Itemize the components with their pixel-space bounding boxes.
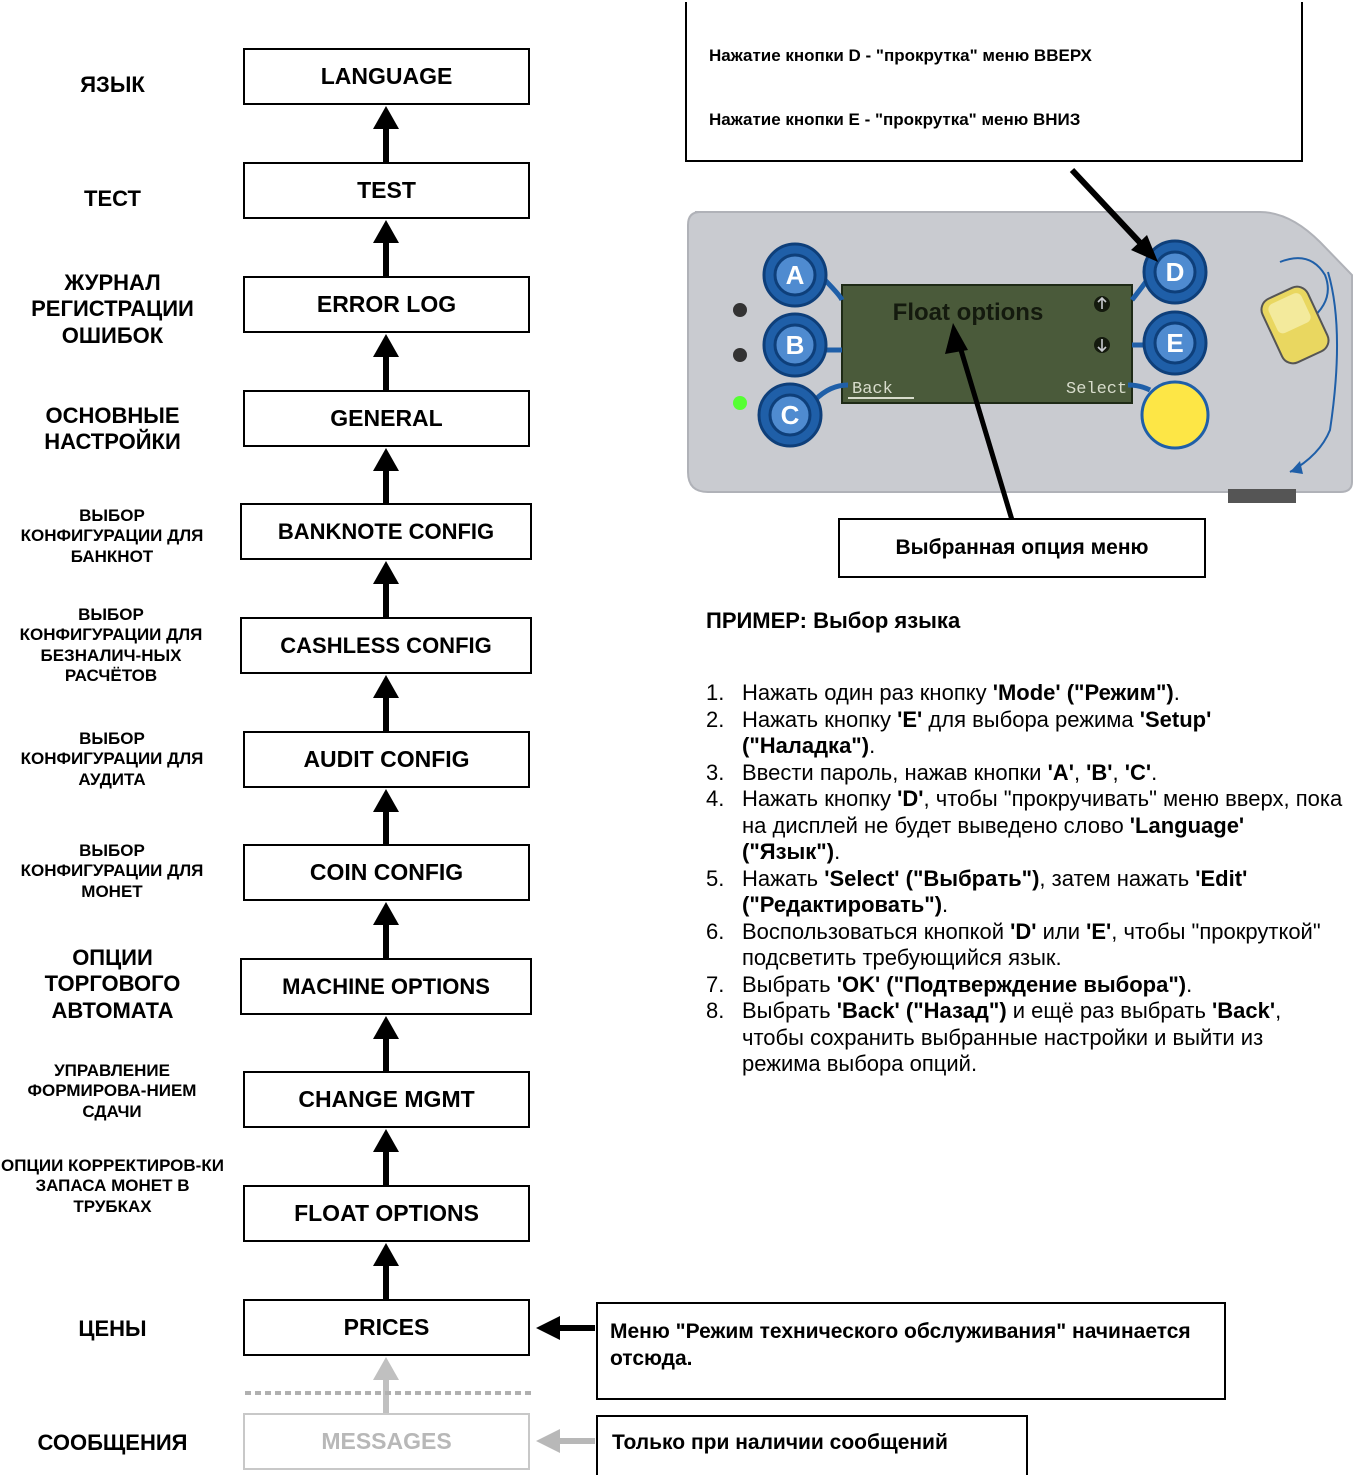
- step-keyword: 'Back' ("Назад"): [837, 998, 1007, 1023]
- example-step: 2.Нажать кнопку 'E' для выбора режима 'S…: [706, 707, 1346, 760]
- led-green: [733, 396, 747, 410]
- step-fragment: и ещё раз выбрать: [1007, 998, 1212, 1023]
- button-letter: A: [786, 260, 805, 290]
- step-keyword: 'D': [1010, 919, 1036, 944]
- example-step: 1.Нажать один раз кнопку 'Mode' ("Режим"…: [706, 680, 1346, 707]
- step-fragment: Выбрать: [742, 998, 837, 1023]
- softkey-select: Select: [1066, 380, 1127, 399]
- example-step: 4.Нажать кнопку 'D', чтобы "прокручивать…: [706, 786, 1346, 866]
- step-fragment: Нажать один раз кнопку: [742, 680, 993, 705]
- button-letter: C: [781, 400, 800, 430]
- device-panel: A B C D E Float options Back Select: [688, 212, 1352, 503]
- left-arrow-messages: [536, 1429, 595, 1453]
- scroll-callout: Нажатие кнопки D - "прокрутка" меню ВВЕР…: [685, 2, 1303, 162]
- step-keyword: 'D': [897, 786, 923, 811]
- led: [733, 348, 747, 362]
- step-text: Воспользоваться кнопкой 'D' или 'E', что…: [742, 919, 1346, 972]
- step-keyword: 'C': [1125, 760, 1151, 785]
- scroll-up-text: Нажатие кнопки D - "прокрутка" меню ВВЕР…: [709, 46, 1092, 66]
- step-number: 6.: [706, 919, 742, 972]
- step-text: Нажать 'Select' ("Выбрать"), затем нажат…: [742, 866, 1346, 919]
- step-number: 2.: [706, 707, 742, 760]
- step-fragment: .: [942, 892, 948, 917]
- select-button: [1142, 382, 1208, 448]
- step-fragment: .: [869, 733, 875, 758]
- softkey-back: Back: [852, 380, 893, 399]
- selected-option-callout: Выбранная опция меню: [838, 518, 1206, 578]
- led: [733, 303, 747, 317]
- step-fragment: , затем нажать: [1039, 866, 1195, 891]
- button-letter: E: [1166, 328, 1183, 358]
- step-fragment: ,: [1074, 760, 1086, 785]
- example-step: 6.Воспользоваться кнопкой 'D' или 'E', ч…: [706, 919, 1346, 972]
- step-keyword: 'E': [1086, 919, 1111, 944]
- step-keyword: 'OK' ("Подтверждение выбора"): [837, 972, 1186, 997]
- scroll-down-text: Нажатие кнопки E - "прокрутка" меню ВНИЗ: [709, 110, 1080, 130]
- button-letter: B: [786, 330, 805, 360]
- example-step: 3.Ввести пароль, нажав кнопки 'A', 'B', …: [706, 760, 1346, 787]
- messages-callout: Только при наличии сообщений: [596, 1415, 1028, 1475]
- step-keyword: 'Select' ("Выбрать"): [824, 866, 1039, 891]
- example-steps: 1.Нажать один раз кнопку 'Mode' ("Режим"…: [706, 680, 1346, 1078]
- step-number: 7.: [706, 972, 742, 999]
- step-number: 1.: [706, 680, 742, 707]
- display-text: Float options: [893, 299, 1044, 326]
- step-keyword: 'Back': [1212, 998, 1275, 1023]
- step-number: 3.: [706, 760, 742, 787]
- button-letter: D: [1166, 257, 1185, 287]
- step-keyword: 'A': [1048, 760, 1074, 785]
- step-number: 5.: [706, 866, 742, 919]
- step-text: Выбрать 'OK' ("Подтверждение выбора").: [742, 972, 1346, 999]
- example-title: ПРИМЕР: Выбор языка: [706, 608, 960, 634]
- step-text: Нажать один раз кнопку 'Mode' ("Режим").: [742, 680, 1346, 707]
- service-mode-callout: Меню "Режим технического обслуживания" н…: [596, 1302, 1226, 1400]
- step-fragment: Ввести пароль, нажав кнопки: [742, 760, 1048, 785]
- step-fragment: Нажать кнопку: [742, 707, 897, 732]
- selected-option-text: Выбранная опция меню: [896, 536, 1149, 560]
- step-text: Выбрать 'Back' ("Назад") и ещё раз выбра…: [742, 998, 1346, 1078]
- up-arrows: [373, 106, 399, 1299]
- left-arrow-prices: [536, 1316, 595, 1340]
- example-step: 8.Выбрать 'Back' ("Назад") и ещё раз выб…: [706, 998, 1346, 1078]
- example-step: 5.Нажать 'Select' ("Выбрать"), затем наж…: [706, 866, 1346, 919]
- faded-arrow: [373, 1357, 399, 1413]
- step-fragment: .: [1186, 972, 1192, 997]
- step-fragment: Выбрать: [742, 972, 837, 997]
- step-number: 8.: [706, 998, 742, 1078]
- step-keyword: 'Mode' ("Режим"): [993, 680, 1174, 705]
- step-keyword: 'E': [897, 707, 922, 732]
- service-mode-text: Меню "Режим технического обслуживания" н…: [610, 1318, 1210, 1372]
- step-fragment: Нажать кнопку: [742, 786, 897, 811]
- step-fragment: для выбора режима: [922, 707, 1139, 732]
- step-fragment: .: [834, 839, 840, 864]
- step-fragment: .: [1174, 680, 1180, 705]
- step-number: 4.: [706, 786, 742, 866]
- step-fragment: ,: [1113, 760, 1125, 785]
- step-fragment: .: [1151, 760, 1157, 785]
- step-text: Нажать кнопку 'E' для выбора режима 'Set…: [742, 707, 1346, 760]
- step-fragment: или: [1037, 919, 1087, 944]
- messages-text: Только при наличии сообщений: [612, 1431, 948, 1455]
- step-text: Ввести пароль, нажав кнопки 'A', 'B', 'C…: [742, 760, 1346, 787]
- step-fragment: Воспользоваться кнопкой: [742, 919, 1010, 944]
- step-keyword: 'B': [1086, 760, 1112, 785]
- step-fragment: Нажать: [742, 866, 824, 891]
- panel-slot: [1228, 489, 1296, 503]
- step-text: Нажать кнопку 'D', чтобы "прокручивать" …: [742, 786, 1346, 866]
- example-step: 7.Выбрать 'OK' ("Подтверждение выбора").: [706, 972, 1346, 999]
